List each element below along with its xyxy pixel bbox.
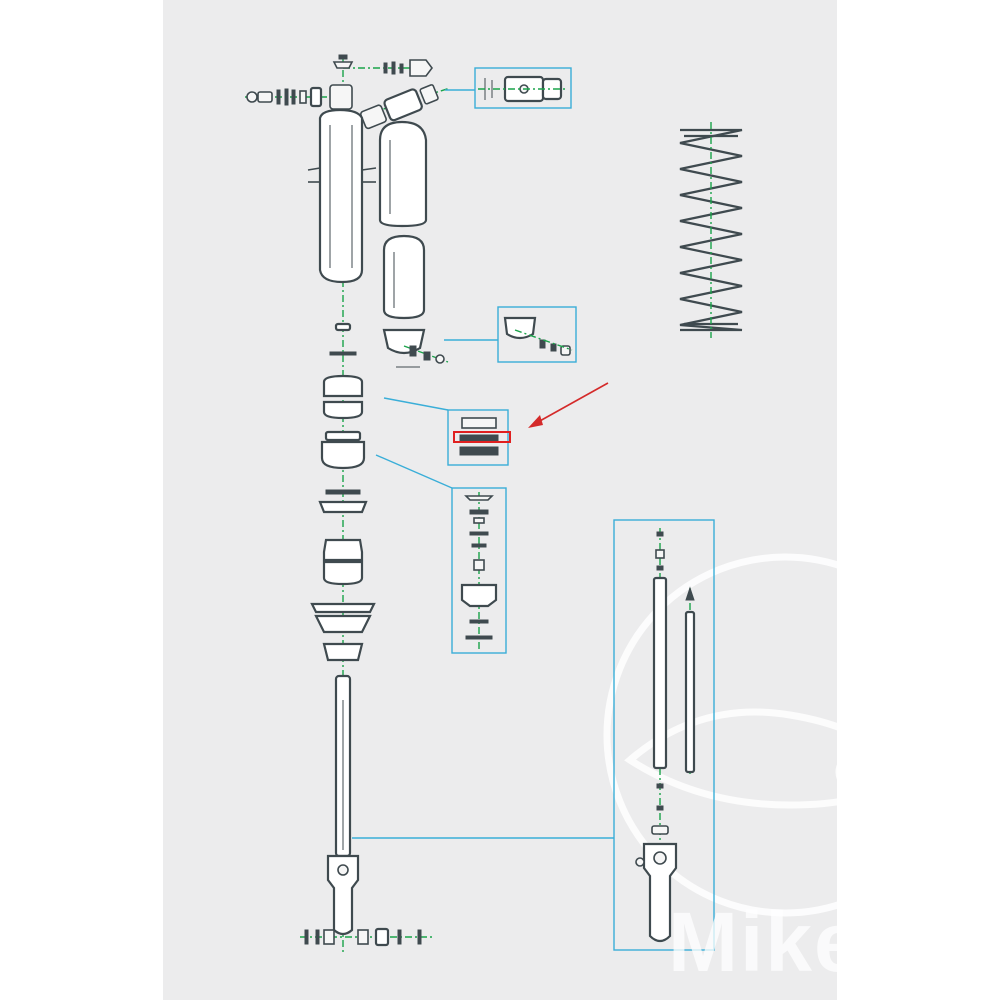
watermark-text: Mike	[668, 895, 863, 989]
top-valve-left	[246, 54, 354, 110]
piston-stack	[318, 322, 368, 514]
shock-body	[307, 108, 377, 284]
diagram-sheet	[163, 0, 837, 1000]
callout-cap-detail	[444, 306, 577, 363]
reservoir-cap	[382, 328, 449, 368]
bottom-bushings	[304, 927, 422, 947]
callout-piston-detail	[383, 397, 511, 466]
top-valve-right	[360, 59, 439, 130]
watermark-logo	[603, 553, 967, 917]
callout-valve-stack	[375, 454, 507, 654]
highlighted-part	[453, 431, 511, 443]
coil-spring	[679, 122, 743, 338]
piston-shaft	[326, 674, 360, 936]
callout-shaft-detail	[352, 519, 715, 951]
arrow-icon	[528, 382, 609, 428]
reservoir	[378, 120, 428, 320]
callout-valve-detail	[445, 67, 572, 109]
bump-stop-stack	[310, 538, 376, 662]
